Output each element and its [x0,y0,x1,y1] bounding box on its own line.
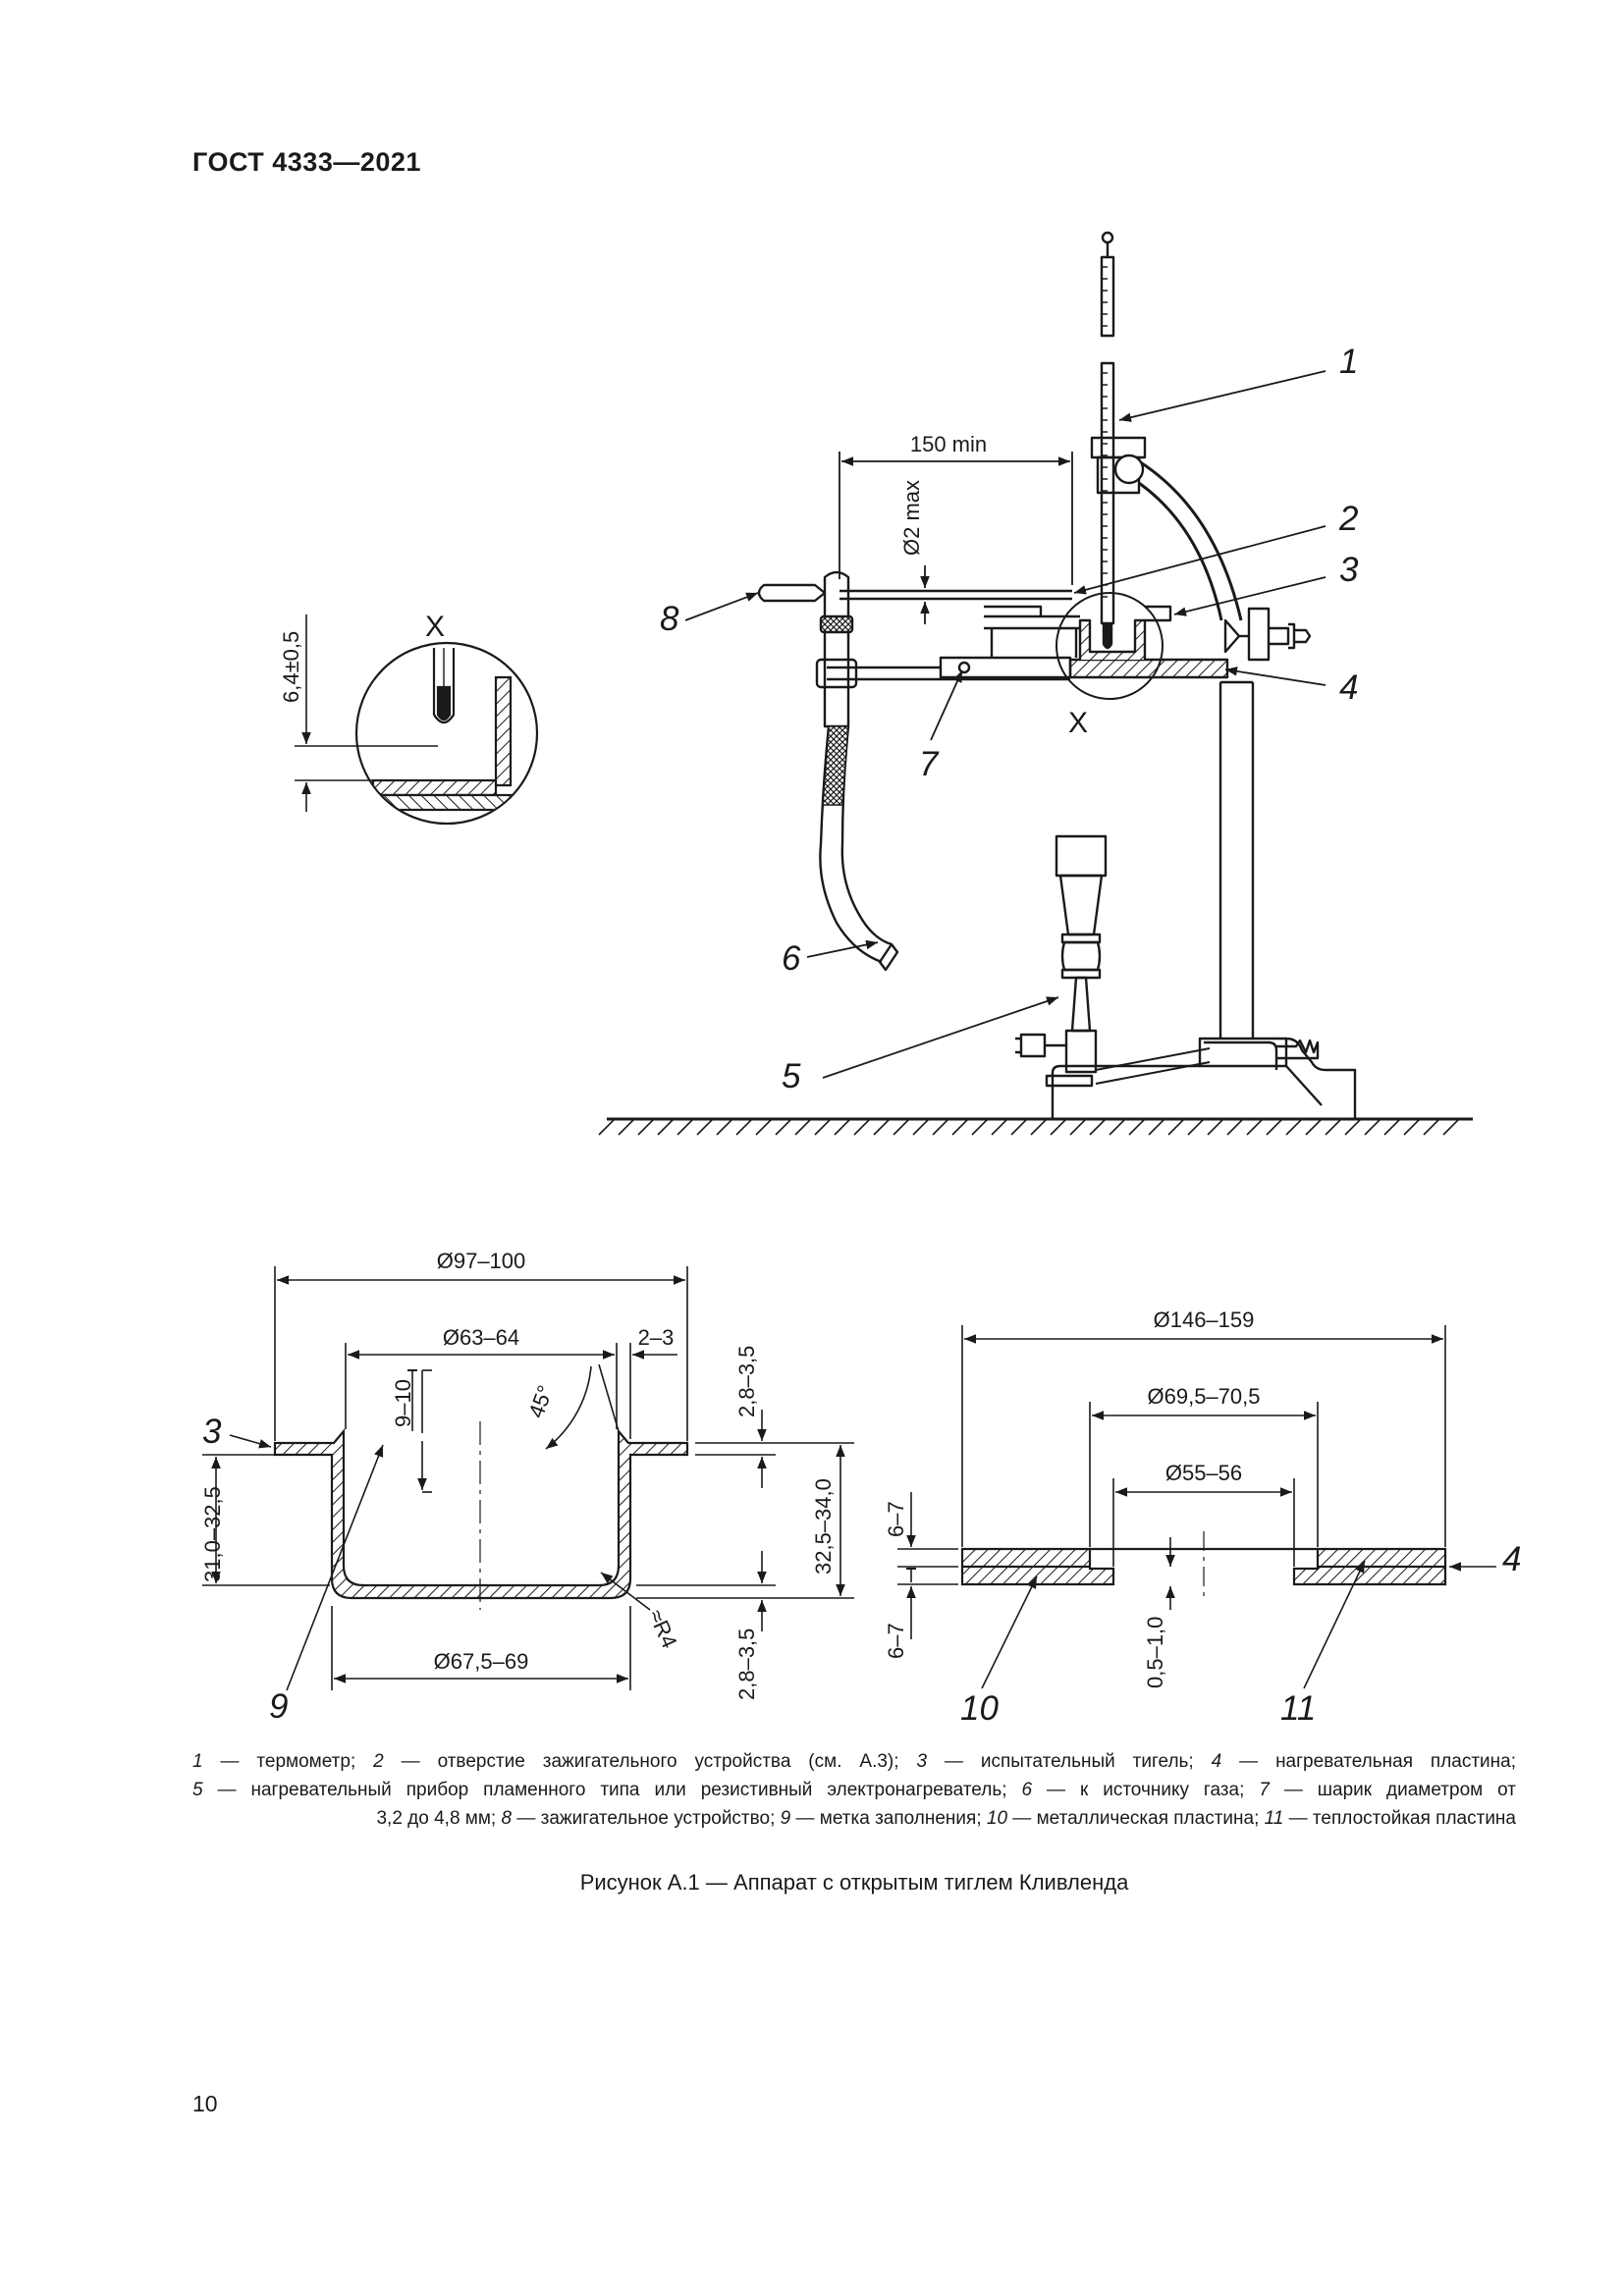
figure-legend: 1 — термометр; 2 — отверстие зажигательн… [192,1747,1516,1833]
legend-text: — нагревательная пластина; [1221,1751,1517,1772]
dimension-150-label: 150 min [910,432,987,456]
legend-key: 10 [986,1808,1008,1829]
apparatus-drawing [598,231,1473,1136]
dimension-31-label: 31,0–32,5 [200,1486,225,1582]
leader-label-11: 11 [1280,1689,1316,1728]
dimension-69-5-label: Ø69,5–70,5 [1148,1384,1261,1409]
leader-label-4: 4 [1339,668,1358,707]
dimension-32-5-label: 32,5–34,0 [811,1478,836,1575]
dimension-0-5-label: 0,5–1,0 [1143,1617,1167,1688]
leader-label-1: 1 [1339,343,1358,381]
legend-text: 3,2 до 4,8 мм; [376,1808,502,1829]
page-number: 10 [192,2091,218,2116]
dimension-6-7-top-label: 6–7 [884,1501,908,1537]
dimension-r4-label: ≈R4 [643,1606,681,1652]
legend-key: 2 [373,1751,384,1772]
leader-label-8: 8 [660,600,679,638]
legend-text: — к источнику газа; [1032,1780,1260,1800]
legend-key: 5 [192,1780,203,1800]
legend-text: — отверстие зажигательного устройства (с… [383,1751,917,1772]
figure-caption: Рисунок А.1 — Аппарат с открытым тиглем … [579,1870,1129,1895]
leader-lines [684,370,1326,1079]
detail-x-title: X [425,611,445,643]
legend-text: — термометр; [202,1751,374,1772]
legend-key: 11 [1264,1808,1284,1829]
floor-hatching [598,1118,1460,1136]
plate-dimensions [897,1325,1496,1689]
dimension-63-label: Ø63–64 [443,1325,519,1350]
legend-text: — теплостойкая пластина [1283,1808,1516,1829]
leader-label-7: 7 [919,745,940,783]
apparatus-figure: 150 min Ø2 max 1 2 3 4 5 6 7 8 X [200,231,1521,1728]
leader-label-3: 3 [1339,551,1359,589]
dimension-97-label: Ø97–100 [437,1249,526,1273]
dimension-2max-label: Ø2 max [899,480,924,556]
legend-key: 7 [1259,1780,1270,1800]
leader-label-3-crucible: 3 [202,1413,222,1451]
legend-key: 1 [192,1751,203,1772]
leader-label-10: 10 [960,1689,999,1728]
crucible-dimensions [202,1266,854,1691]
legend-text: — шарик диаметром от [1269,1780,1517,1800]
legend-key: 6 [1021,1780,1033,1800]
dimension-6-4-label: 6,4±0,5 [279,631,303,703]
dimension-45-label: 45° [523,1382,558,1421]
dimension-55-label: Ø55–56 [1165,1461,1242,1485]
dimension-2-8-bottom-label: 2,8–3,5 [734,1629,759,1700]
dimension-2-3-label: 2–3 [638,1325,675,1350]
dimension-146-label: Ø146–159 [1154,1308,1255,1332]
legend-text: — зажигательное устройство; [512,1808,781,1829]
dimension-150 [839,452,1073,585]
document-code: ГОСТ 4333—2021 [192,147,421,177]
legend-text: — метка заполнения; [790,1808,987,1829]
dimension-9-10-label: 9–10 [391,1379,415,1427]
legend-line-3: 3,2 до 4,8 мм; 8 — зажигательное устройс… [192,1804,1516,1833]
view-mark-x: X [1068,707,1088,739]
legend-text: — нагревательный прибор пламенного типа … [202,1780,1022,1800]
legend-line-1: 1 — термометр; 2 — отверстие зажигательн… [192,1747,1516,1776]
legend-key: 3 [916,1751,928,1772]
legend-text: — металлическая пластина; [1007,1808,1265,1829]
leader-label-6: 6 [782,939,801,978]
plate-section [960,1531,1447,1600]
legend-line-2: 5 — нагревательный прибор пламенного тип… [192,1776,1516,1804]
leader-label-4-plate: 4 [1502,1540,1521,1578]
crucible-section [273,1421,689,1610]
legend-key: 8 [501,1808,513,1829]
dimension-67-5-label: Ø67,5–69 [434,1649,529,1674]
dimension-6-7-bottom-label: 6–7 [884,1623,908,1659]
legend-key: 9 [780,1808,791,1829]
dimension-2-8-top-label: 2,8–3,5 [734,1346,759,1417]
legend-text: — испытательный тигель; [927,1751,1212,1772]
leader-label-2: 2 [1338,500,1358,538]
legend-key: 4 [1211,1751,1222,1772]
thermometer-scale [1102,266,1108,598]
leader-label-9: 9 [269,1687,288,1726]
detail-x-drawing [295,614,539,826]
leader-label-5: 5 [782,1057,801,1095]
